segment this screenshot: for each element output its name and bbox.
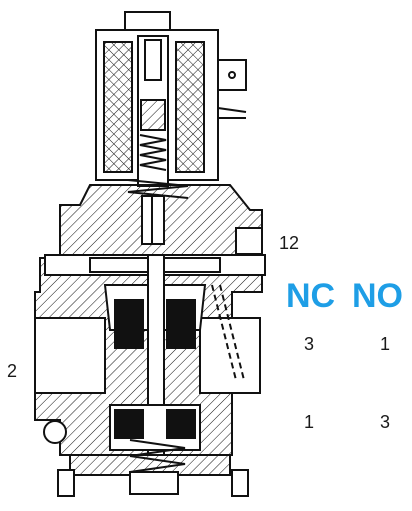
nc-header: NC: [286, 277, 336, 315]
valve-body: [34, 254, 266, 497]
port-12-label: 12: [279, 233, 300, 253]
nc-lower-port-number: 1: [304, 412, 315, 432]
nc-upper-port-number: 3: [304, 334, 315, 354]
pilot-body: [59, 184, 263, 259]
solenoid-coil: [95, 11, 247, 199]
no-upper-port-number: 1: [380, 334, 391, 354]
no-header: NO: [352, 277, 403, 315]
port-2-label: 2: [7, 361, 18, 381]
no-lower-port-number: 3: [380, 412, 391, 432]
